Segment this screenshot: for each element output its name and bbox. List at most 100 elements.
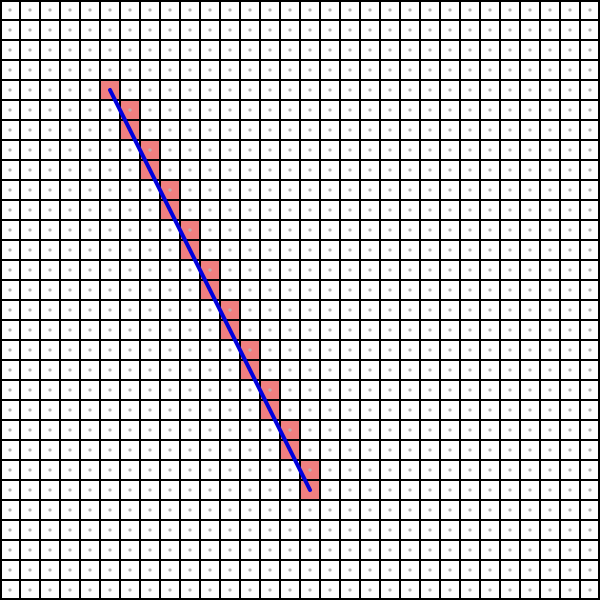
pixel-center-dot (388, 48, 392, 52)
pixel-center-dot (388, 88, 392, 92)
pixel-center-dot (448, 568, 452, 572)
pixel-center-dot (188, 488, 192, 492)
pixel-center-dot (468, 128, 472, 132)
pixel-center-dot (508, 508, 512, 512)
pixel-center-dot (308, 168, 312, 172)
pixel-center-dot (208, 108, 212, 112)
pixel-center-dot (208, 228, 212, 232)
pixel-center-dot (348, 548, 352, 552)
pixel-center-dot (528, 468, 532, 472)
pixel-center-dot (268, 508, 272, 512)
pixel-center-dot (48, 128, 52, 132)
pixel-center-dot (228, 248, 232, 252)
pixel-center-dot (208, 68, 212, 72)
pixel-center-dot (328, 188, 332, 192)
pixel-center-dot (108, 208, 112, 212)
pixel-center-dot (468, 408, 472, 412)
pixel-center-dot (108, 428, 112, 432)
pixel-center-dot (68, 588, 72, 592)
pixel-center-dot (328, 588, 332, 592)
pixel-center-dot (188, 328, 192, 332)
pixel-center-dot (68, 268, 72, 272)
pixel-center-dot (428, 128, 432, 132)
pixel-center-dot (228, 68, 232, 72)
pixel-center-dot (148, 88, 152, 92)
pixel-center-dot (468, 68, 472, 72)
pixel-center-dot (268, 468, 272, 472)
pixel-center-dot (8, 368, 12, 372)
pixel-center-dot (188, 8, 192, 12)
pixel-center-dot (68, 328, 72, 332)
pixel-center-dot (268, 8, 272, 12)
pixel-center-dot (48, 248, 52, 252)
pixel-center-dot (308, 28, 312, 32)
pixel-center-dot (208, 148, 212, 152)
pixel-center-dot (448, 528, 452, 532)
pixel-center-dot (568, 448, 572, 452)
pixel-center-dot (548, 588, 552, 592)
pixel-center-dot (488, 408, 492, 412)
pixel-center-dot (588, 468, 592, 472)
pixel-center-dot (288, 68, 292, 72)
pixel-center-dot (428, 348, 432, 352)
pixel-center-dot (528, 568, 532, 572)
pixel-center-dot (88, 428, 92, 432)
pixel-center-dot (268, 348, 272, 352)
pixel-center-dot (188, 168, 192, 172)
pixel-center-dot (488, 268, 492, 272)
pixel-center-dot (248, 208, 252, 212)
pixel-center-dot (68, 428, 72, 432)
pixel-center-dot (308, 188, 312, 192)
pixel-center-dot (568, 468, 572, 472)
pixel-center-dot (268, 28, 272, 32)
pixel-center-dot (48, 228, 52, 232)
pixel-center-dot (388, 448, 392, 452)
pixel-center-dot (248, 168, 252, 172)
pixel-center-dot (548, 528, 552, 532)
pixel-center-dot (28, 528, 32, 532)
pixel-center-dot (428, 268, 432, 272)
pixel-center-dot (168, 148, 172, 152)
pixel-center-dot (528, 68, 532, 72)
pixel-center-dot (468, 508, 472, 512)
pixel-center-dot (348, 248, 352, 252)
pixel-center-dot (548, 368, 552, 372)
pixel-center-dot (148, 288, 152, 292)
pixel-center-dot (228, 168, 232, 172)
pixel-center-dot (208, 88, 212, 92)
pixel-center-dot (308, 368, 312, 372)
pixel-center-dot (588, 588, 592, 592)
pixel-center-dot (28, 168, 32, 172)
pixel-center-dot (228, 268, 232, 272)
pixel-center-dot (48, 428, 52, 432)
pixel-center-dot (488, 108, 492, 112)
pixel-center-dot (108, 8, 112, 12)
pixel-center-dot (408, 328, 412, 332)
pixel-center-dot (548, 228, 552, 232)
pixel-center-dot (268, 68, 272, 72)
pixel-center-dot (588, 28, 592, 32)
pixel-center-dot (588, 528, 592, 532)
pixel-center-dot (388, 28, 392, 32)
pixel-center-dot (408, 88, 412, 92)
pixel-center-dot (448, 28, 452, 32)
pixel-center-dot (248, 228, 252, 232)
pixel-center-dot (548, 148, 552, 152)
pixel-center-dot (588, 48, 592, 52)
pixel-center-dot (348, 188, 352, 192)
pixel-center-dot (128, 108, 132, 112)
pixel-center-dot (328, 408, 332, 412)
pixel-center-dot (8, 288, 12, 292)
pixel-center-dot (288, 428, 292, 432)
pixel-center-dot (508, 128, 512, 132)
pixel-center-dot (308, 88, 312, 92)
pixel-center-dot (88, 228, 92, 232)
pixel-center-dot (568, 408, 572, 412)
pixel-center-dot (48, 108, 52, 112)
pixel-center-dot (128, 468, 132, 472)
pixel-center-dot (128, 488, 132, 492)
pixel-center-dot (588, 388, 592, 392)
pixel-center-dot (168, 448, 172, 452)
pixel-center-dot (528, 208, 532, 212)
pixel-center-dot (408, 288, 412, 292)
